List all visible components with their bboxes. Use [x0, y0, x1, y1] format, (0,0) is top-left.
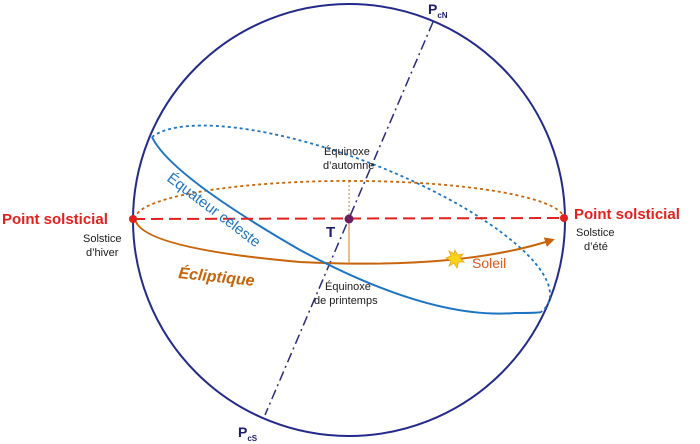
ecliptic-label: Écliptique — [178, 263, 256, 290]
solstice-point-left-dot — [129, 215, 137, 223]
winter-solstice-label-line2: d’hiver — [86, 247, 119, 259]
summer-solstice-label-line2: d’été — [584, 241, 608, 253]
sun-label: Soleil — [472, 255, 506, 271]
spring-equinox-label-line2: de printemps — [314, 295, 378, 307]
solstice-point-right-label: Point solsticial — [574, 206, 680, 223]
earth-dot-icon — [344, 214, 354, 224]
pole-north-label: PcN — [428, 1, 448, 20]
earth-label: T — [326, 224, 335, 241]
celestial-equator-back-arc — [151, 124, 551, 313]
celestial-equator-front-arc — [151, 136, 542, 315]
summer-solstice-label-line1: Solstice — [576, 227, 615, 239]
autumn-equinox-label-line2: d’automne — [323, 160, 374, 172]
winter-solstice-label-line1: Solstice — [83, 233, 122, 245]
autumn-equinox-label-line1: Équinoxe — [324, 145, 370, 158]
spring-equinox-label-line1: Équinoxe — [325, 280, 371, 293]
celestial-equator-label: Équateur céleste — [164, 170, 264, 251]
solstice-point-left-label: Point solsticial — [2, 211, 108, 228]
pole-south-label: PcS — [238, 424, 258, 443]
solstice-point-right-dot — [560, 214, 568, 222]
sun-icon — [445, 248, 465, 270]
ecliptic-front-arc — [134, 218, 555, 265]
ecliptic-back-arc — [134, 180, 565, 220]
